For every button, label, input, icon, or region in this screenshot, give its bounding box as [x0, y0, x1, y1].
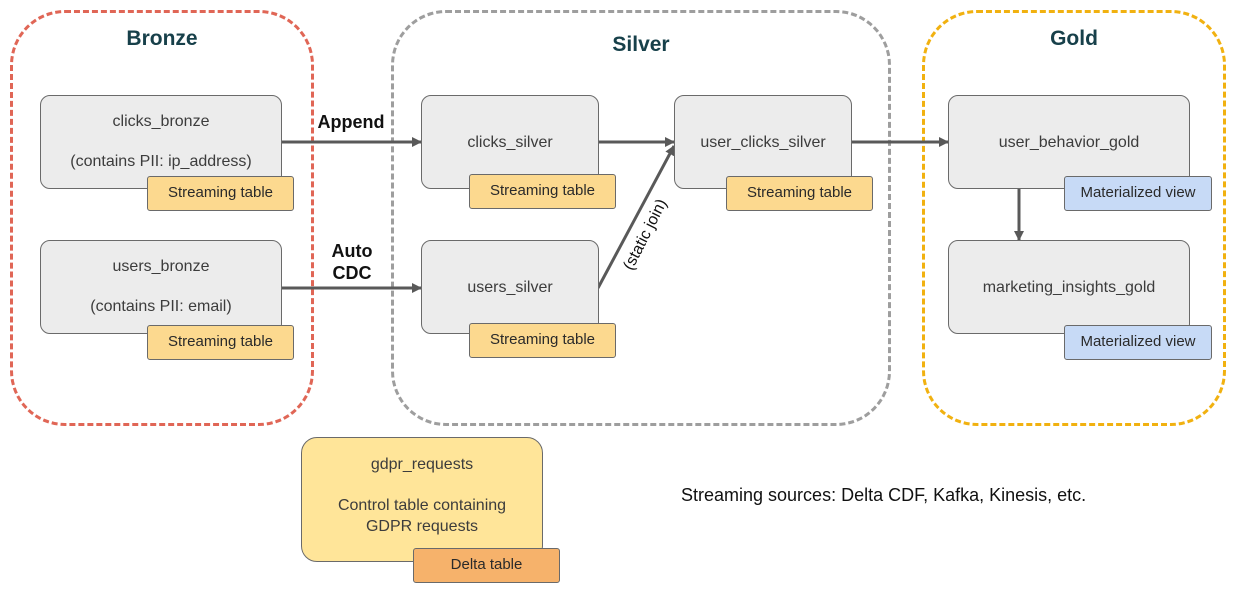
gdpr-requests-desc-line2: GDPR requests: [365, 518, 479, 535]
clicks-bronze-name: clicks_bronze: [112, 113, 210, 130]
gold-zone: [922, 10, 1226, 426]
marketing-insights-gold-tag: Materialized view: [1064, 325, 1212, 360]
user-behavior-gold-node[interactable]: user_behavior_gold: [948, 95, 1190, 189]
user-behavior-gold-tag: Materialized view: [1064, 176, 1212, 211]
auto-cdc-label: Auto CDC: [316, 240, 388, 284]
users-bronze-note: (contains PII: email): [90, 298, 232, 315]
auto-cdc-label-line2: CDC: [332, 263, 372, 283]
users-bronze-name: users_bronze: [112, 258, 210, 275]
clicks-bronze-node[interactable]: clicks_bronze (contains PII: ip_address): [40, 95, 282, 189]
append-label: Append: [317, 112, 385, 132]
clicks-silver-tag: Streaming table: [469, 174, 616, 209]
marketing-insights-gold-name: marketing_insights_gold: [982, 279, 1156, 296]
gdpr-requests-tag: Delta table: [413, 548, 560, 583]
users-silver-tag: Streaming table: [469, 323, 616, 358]
silver-zone: [391, 10, 891, 426]
clicks-bronze-note: (contains PII: ip_address): [70, 153, 252, 170]
auto-cdc-label-line1: Auto: [331, 241, 373, 261]
user-clicks-silver-name: user_clicks_silver: [700, 134, 826, 151]
clicks-silver-node[interactable]: clicks_silver: [421, 95, 599, 189]
users-bronze-tag: Streaming table: [147, 325, 294, 360]
users-silver-name: users_silver: [467, 279, 553, 296]
clicks-silver-name: clicks_silver: [467, 134, 553, 151]
user-clicks-silver-tag: Streaming table: [726, 176, 873, 211]
streaming-sources-note: Streaming sources: Delta CDF, Kafka, Kin…: [681, 485, 1087, 505]
users-bronze-node[interactable]: users_bronze (contains PII: email): [40, 240, 282, 334]
bronze-zone-title: Bronze: [126, 27, 198, 50]
clicks-bronze-tag: Streaming table: [147, 176, 294, 211]
gdpr-requests-desc-line1: Control table containing: [337, 497, 507, 514]
arrow-static-join: [596, 145, 676, 289]
bronze-zone: [10, 10, 314, 426]
marketing-insights-gold-node[interactable]: marketing_insights_gold: [948, 240, 1190, 334]
silver-zone-title: Silver: [612, 33, 670, 56]
users-silver-node[interactable]: users_silver: [421, 240, 599, 334]
user-behavior-gold-name: user_behavior_gold: [998, 134, 1140, 151]
user-clicks-silver-node[interactable]: user_clicks_silver: [674, 95, 852, 189]
gdpr-requests-name: gdpr_requests: [370, 456, 474, 473]
gold-zone-title: Gold: [1050, 27, 1098, 50]
gdpr-requests-node[interactable]: gdpr_requests Control table containing G…: [301, 437, 543, 562]
